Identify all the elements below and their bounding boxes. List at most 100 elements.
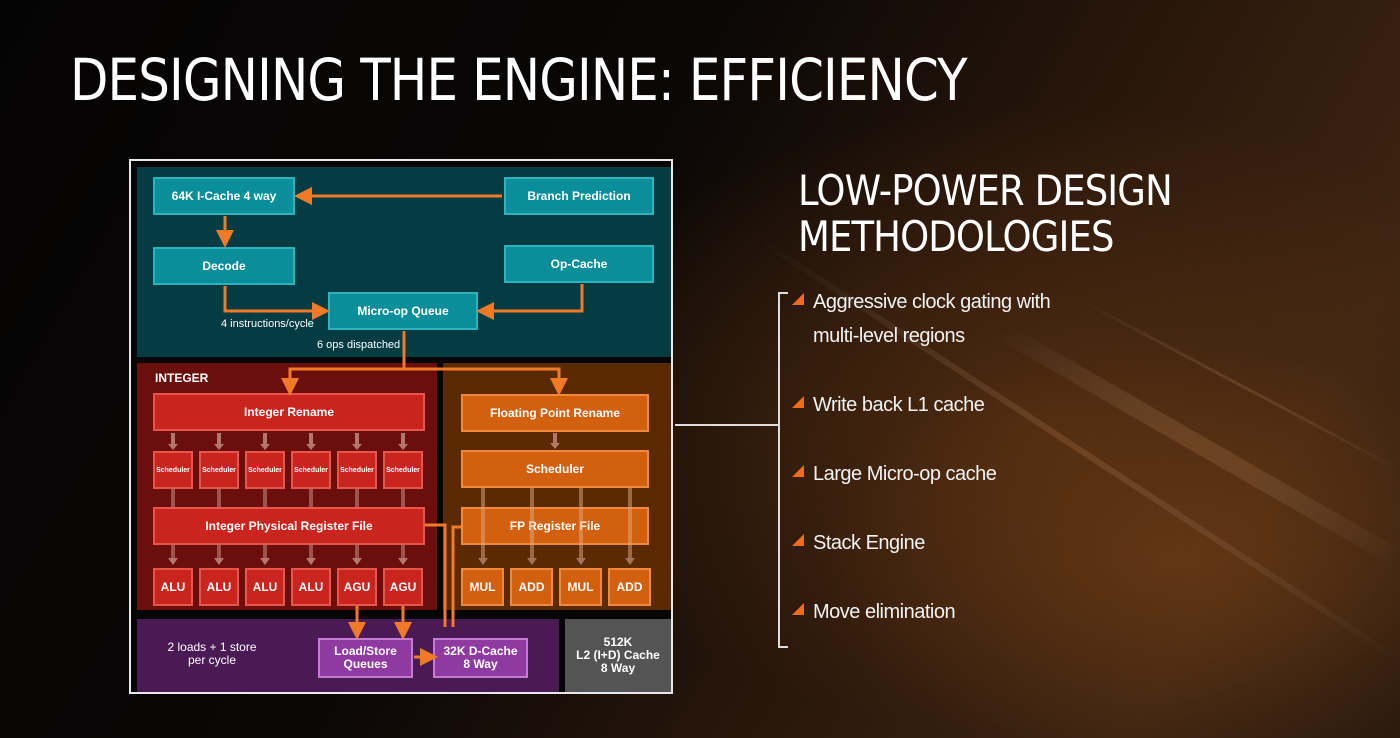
integer-execution-unit: ALU: [291, 568, 331, 606]
load-store-rate-label: 2 loads + 1 store per cycle: [137, 641, 287, 667]
triangle-bullet-icon: [792, 396, 804, 408]
arrow-head-icon: [214, 558, 224, 565]
integer-unit-label: ALU: [206, 580, 232, 594]
arrow-head-icon: [352, 444, 362, 450]
integer-unit-label: ALU: [252, 580, 278, 594]
dispatch-rate-label: 6 ops dispatched: [317, 339, 401, 351]
decode-box: Decode: [153, 247, 295, 285]
integer-scheduler-label: Scheduler: [202, 466, 236, 474]
fp-region: Floating Point Rename Scheduler FP Regis…: [443, 363, 671, 610]
fp-execution-unit: ADD: [608, 568, 651, 606]
arrow-head-icon: [625, 558, 635, 565]
icache-box: 64K I-Cache 4 way: [153, 177, 295, 215]
arrow-head-icon: [576, 558, 586, 565]
load-store-queues-line1: Load/Store: [334, 644, 397, 658]
arrow-head-icon: [214, 444, 224, 450]
load-store-queues-line2: Queues: [343, 657, 388, 671]
fp-rename-to-scheduler-arrow: [553, 433, 557, 444]
integer-execution-unit: ALU: [199, 568, 239, 606]
integer-register-file-label: Integer Physical Register File: [205, 519, 373, 533]
integer-rename-label: Integer Rename: [243, 405, 335, 419]
integer-register-file-box: Integer Physical Register File: [153, 507, 425, 545]
l2-line2: L2 (I+D) Cache: [576, 648, 660, 662]
arrow-head-icon: [306, 558, 316, 565]
integer-execution-unit: ALU: [245, 568, 285, 606]
l2-cache-region: 512K L2 (I+D) Cache 8 Way: [565, 619, 671, 692]
integer-scheduler-box: Scheduler: [291, 451, 331, 489]
integer-unit-label: AGU: [343, 580, 371, 594]
bullet-text: Move elimination: [813, 601, 956, 623]
integer-scheduler-label: Scheduler: [248, 466, 282, 474]
fp-scheduler-label: Scheduler: [525, 462, 585, 476]
fp-rename-box: Floating Point Rename: [461, 394, 649, 432]
integer-scheduler-box: Scheduler: [337, 451, 377, 489]
fp-scheduler-to-unit-arrow: [530, 488, 534, 559]
section-heading-line2: METHODOLOGIES: [798, 212, 1114, 261]
section-heading-line1: LOW-POWER DESIGN: [798, 166, 1173, 215]
bullet-bracket: [778, 292, 788, 648]
bullet-text: Aggressive clock gating with multi-level…: [813, 285, 1051, 353]
arrow-head-icon: [527, 558, 537, 565]
load-store-rate-line2: per cycle: [187, 653, 237, 667]
frontend-region: 64K I-Cache 4 way Branch Prediction Deco…: [137, 167, 671, 357]
micro-op-queue-label: Micro-op Queue: [357, 304, 449, 318]
fp-scheduler-to-unit-arrow: [579, 488, 583, 559]
cpu-block-diagram: 64K I-Cache 4 way Branch Prediction Deco…: [129, 159, 673, 694]
bracket-connector-line: [675, 424, 779, 426]
integer-unit-label: ALU: [160, 580, 186, 594]
bullet-text: Large Micro-op cache: [813, 463, 997, 485]
load-store-rate-line1: 2 loads + 1 store: [167, 640, 257, 654]
fp-rename-label: Floating Point Rename: [489, 406, 620, 420]
decode-label: Decode: [202, 259, 246, 273]
rename-to-scheduler-arrow: [355, 433, 359, 445]
fp-unit-label: ADD: [616, 580, 643, 594]
rename-to-scheduler-arrow: [263, 433, 267, 445]
fp-scheduler-box: Scheduler: [461, 450, 649, 488]
arrow-head-icon: [398, 444, 408, 450]
fp-execution-unit: MUL: [559, 568, 602, 606]
integer-scheduler-label: Scheduler: [294, 466, 328, 474]
triangle-bullet-icon: [792, 293, 804, 305]
arrow-head-icon: [550, 443, 560, 449]
triangle-bullet-icon: [792, 465, 804, 477]
integer-scheduler-label: Scheduler: [340, 466, 374, 474]
dcache-line2: 8 Way: [463, 657, 498, 671]
arrow-head-icon: [398, 558, 408, 565]
load-store-queues-box: Load/Store Queues: [318, 638, 413, 678]
arrow-head-icon: [352, 558, 362, 565]
l2-cache-box: 512K L2 (I+D) Cache 8 Way: [565, 619, 671, 692]
op-cache-label: Op-Cache: [550, 257, 608, 271]
bullet-text: Stack Engine: [813, 532, 925, 554]
rename-to-scheduler-arrow: [171, 433, 175, 445]
integer-scheduler-box: Scheduler: [383, 451, 423, 489]
integer-execution-unit: AGU: [383, 568, 423, 606]
rename-to-scheduler-arrow: [217, 433, 221, 445]
fp-scheduler-to-unit-arrow: [481, 488, 485, 559]
integer-scheduler-label: Scheduler: [156, 466, 190, 474]
slide-title: DESIGNING THE ENGINE: EFFICIENCY: [70, 46, 968, 114]
branch-prediction-box: Branch Prediction: [504, 177, 654, 215]
integer-unit-label: ALU: [298, 580, 324, 594]
arrow-head-icon: [168, 558, 178, 565]
rename-to-scheduler-arrow: [309, 433, 313, 445]
integer-rename-box: Integer Rename: [153, 393, 425, 431]
triangle-bullet-icon: [792, 603, 804, 615]
integer-unit-label: AGU: [389, 580, 417, 594]
integer-execution-unit: AGU: [337, 568, 377, 606]
section-heading: LOW-POWER DESIGN METHODOLOGIES: [798, 166, 1173, 261]
decode-rate-label: 4 instructions/cycle: [221, 318, 314, 330]
dcache-box: 32K D-Cache 8 Way: [433, 638, 528, 678]
integer-scheduler-box: Scheduler: [153, 451, 193, 489]
arrow-head-icon: [260, 444, 270, 450]
arrow-head-icon: [168, 444, 178, 450]
bullet-line: multi-level regions: [813, 325, 965, 347]
arrow-head-icon: [306, 444, 316, 450]
fp-register-file-label: FP Register File: [509, 519, 601, 533]
arrow-head-icon: [478, 558, 488, 565]
icache-label: 64K I-Cache 4 way: [171, 189, 277, 203]
integer-scheduler-box: Scheduler: [245, 451, 285, 489]
fp-unit-label: MUL: [567, 580, 594, 594]
bullet-line: Aggressive clock gating with: [813, 291, 1051, 313]
rename-to-scheduler-arrow: [401, 433, 405, 445]
bullet-text: Write back L1 cache: [813, 394, 985, 416]
